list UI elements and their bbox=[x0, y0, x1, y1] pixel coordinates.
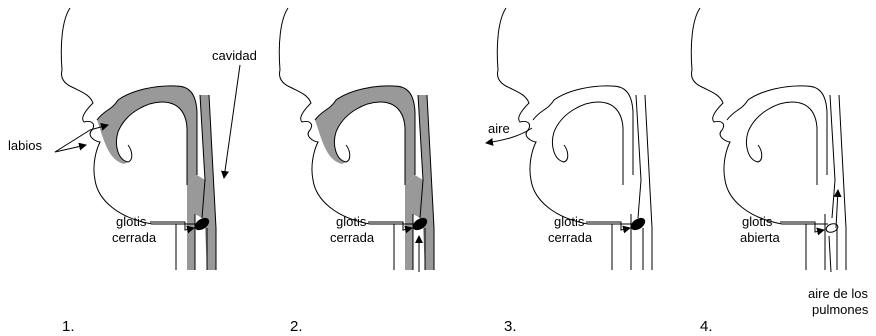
panel-4-number: 4. bbox=[700, 318, 713, 335]
panel-3: aire glotis cerrada 3. bbox=[486, 8, 652, 335]
panel-3-glottis-label-line2: cerrada bbox=[548, 230, 593, 245]
aire-label: aire bbox=[488, 121, 510, 136]
panel-2-glottis-label-line1: glotis bbox=[336, 214, 367, 229]
panel-3-glottis-arrow bbox=[586, 222, 630, 230]
panel-2-glottis-label-line2: cerrada bbox=[330, 230, 375, 245]
panel-2-number: 2. bbox=[290, 318, 303, 335]
panel-1-cavidad-arrow bbox=[224, 65, 240, 178]
panel-1-labios-leader bbox=[55, 130, 90, 152]
panel-1-glottis-label-line1: glotis bbox=[116, 214, 147, 229]
labios-label: labios bbox=[8, 138, 42, 153]
panel-1-glottis-label-line2: cerrada bbox=[112, 230, 157, 245]
panel-4-glottis-label-line1: glotis bbox=[742, 214, 773, 229]
lungs-label-line2: pulmones bbox=[812, 302, 869, 317]
panel-4: glotis abierta aire de los pulmones 4. bbox=[691, 8, 869, 335]
panel-4-glottis-label-line2: abierta bbox=[740, 230, 781, 245]
panel-3-glottis-label-line1: glotis bbox=[554, 214, 585, 229]
panel-2: glotis cerrada 2. bbox=[279, 8, 434, 335]
lungs-label-line1: aire de los bbox=[808, 286, 868, 301]
cavidad-label: cavidad bbox=[212, 48, 257, 63]
panel-1-number: 1. bbox=[62, 318, 75, 335]
panel-1: labios cavidad glotis cerrada 1. bbox=[8, 8, 257, 335]
panel-3-number: 3. bbox=[504, 318, 517, 335]
